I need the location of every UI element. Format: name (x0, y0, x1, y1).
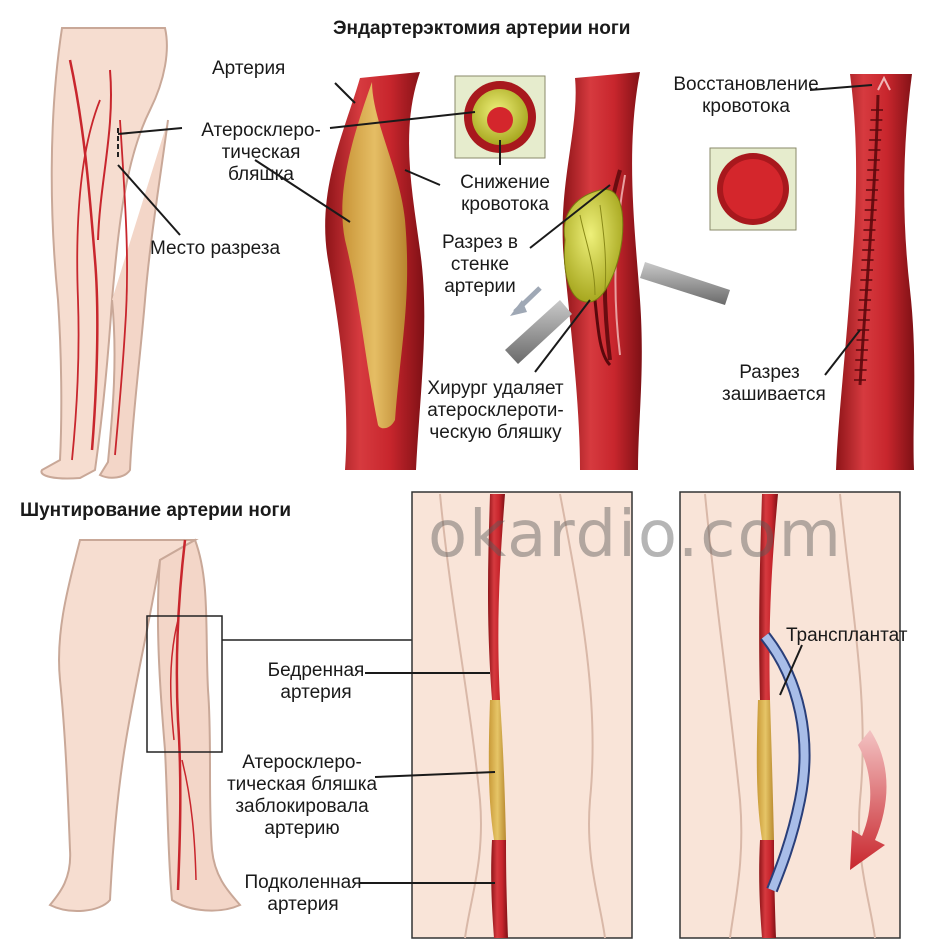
label-plaque-blocked-line: Атеросклеро- (242, 752, 362, 773)
label-plaque-line: тическая (221, 142, 301, 163)
label-wall-incision-line: Разрез в (442, 232, 518, 253)
label-plaque-blocked-line: тическая бляшка (226, 774, 378, 795)
artery-sutured (836, 74, 915, 470)
label-restored-flow: Восстановление кровотока (672, 74, 820, 118)
label-surgeon-removes-line: ческую бляшку (429, 422, 562, 443)
label-femoral-artery-line: артерия (280, 682, 352, 703)
label-restored-flow-line: Восстановление (673, 74, 819, 95)
label-graft-text: Трансплантат (786, 625, 908, 646)
label-reduced-flow-line: Снижение (460, 172, 550, 193)
label-plaque-blocked-line: артерию (264, 818, 340, 839)
label-popliteal-artery-line: артерия (267, 894, 339, 915)
label-incision-site-text: Место разреза (150, 238, 281, 259)
label-restored-flow-line: кровотока (702, 96, 790, 117)
label-popliteal-artery-line: Подколенная (244, 872, 362, 893)
leader-lines (117, 82, 873, 884)
label-surgeon-removes-line: Хирург удаляет (427, 378, 564, 399)
cross-section-reduced-flow (454, 75, 546, 159)
label-incision-sutured-line: Разрез (739, 362, 800, 383)
artery-incised (505, 72, 730, 470)
label-femoral-artery-line: Бедренная (267, 660, 365, 681)
leg-illustration-top (40, 27, 169, 480)
label-surgeon-removes-line: атеросклероти- (427, 400, 564, 421)
label-wall-incision: Разрез в стенке артерии (430, 232, 530, 298)
label-popliteal-artery: Подколенная артерия (238, 872, 368, 916)
label-surgeon-removes: Хирург удаляет атеросклероти- ческую бля… (408, 378, 583, 444)
label-wall-incision-line: стенке (450, 254, 510, 275)
label-plaque-line: Атеросклеро- (201, 120, 321, 141)
label-wall-incision-line: артерии (444, 276, 516, 297)
bypass-title: Шунтирование артерии ноги (20, 500, 292, 521)
bypass-panel-after (679, 491, 901, 939)
label-plaque: Атеросклеро- тическая бляшка (196, 120, 326, 186)
label-femoral-artery: Бедренная артерия (262, 660, 370, 704)
label-incision-sutured-line: зашивается (722, 384, 826, 405)
label-plaque-line: бляшка (228, 164, 294, 185)
label-incision-site: Место разреза (150, 238, 280, 260)
endarterectomy-title: Эндартерэктомия артерии ноги (333, 18, 631, 39)
label-reduced-flow-line: кровотока (461, 194, 549, 215)
watermark: okardio.com (428, 498, 843, 572)
leg-illustration-bottom (48, 538, 412, 912)
label-graft: Трансплантат (786, 625, 907, 647)
label-reduced-flow: Снижение кровотока (455, 172, 555, 216)
bypass-panel-before (411, 491, 633, 939)
label-incision-sutured: Разрез зашивается (722, 362, 826, 406)
artery-with-plaque (325, 72, 425, 470)
label-artery: Артерия (212, 58, 285, 80)
label-artery-text: Артерия (212, 58, 286, 79)
label-plaque-blocked-line: заблокировала (235, 796, 369, 817)
label-plaque-blocked: Атеросклеро- тическая бляшка заблокирова… (222, 752, 382, 840)
cross-section-restored-flow (709, 147, 797, 231)
